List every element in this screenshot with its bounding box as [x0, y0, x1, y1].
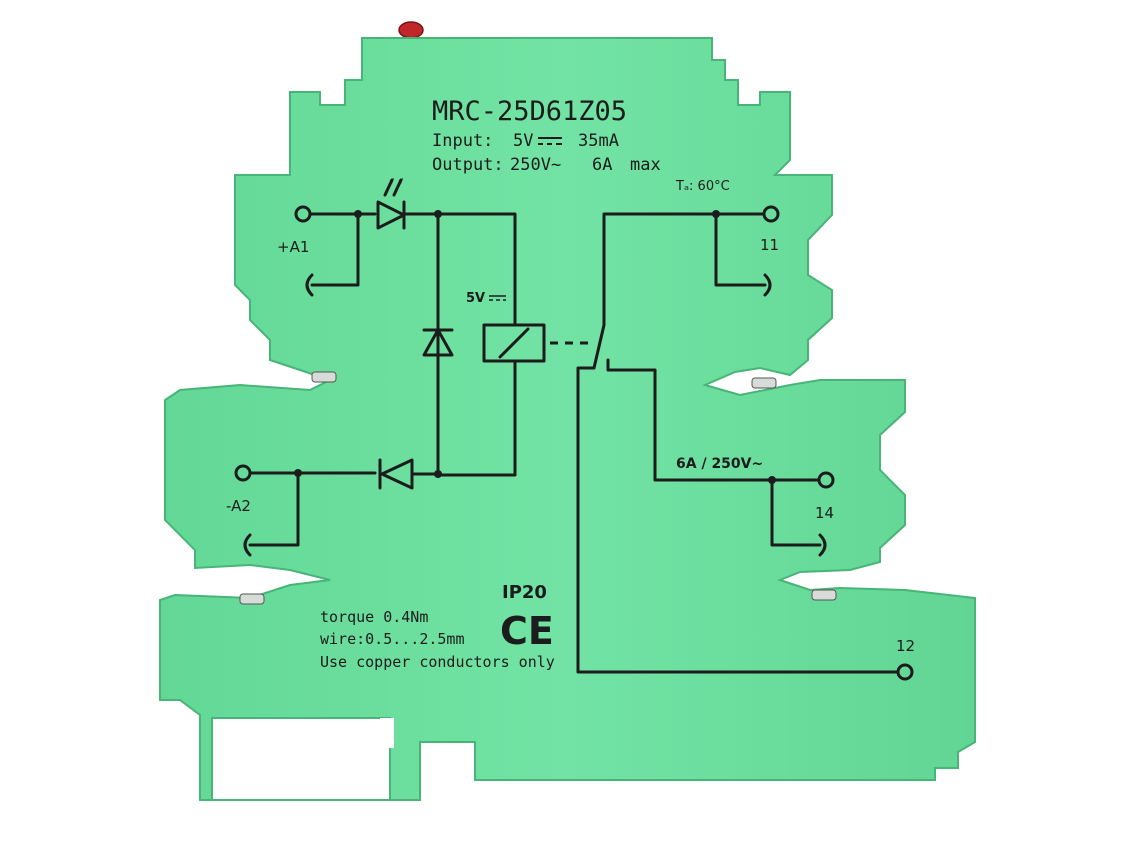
protection-rating: IP20: [502, 582, 547, 603]
dc-symbol: [538, 137, 562, 145]
din-clip-window: [211, 717, 391, 801]
coil-dc-symbol: [489, 295, 506, 301]
circuit-schematic: [234, 178, 914, 681]
contact-rating: 6A / 250V~: [676, 456, 763, 472]
terminal-14-label: 14: [815, 504, 834, 522]
output-voltage: 250V~: [510, 155, 561, 175]
ce-mark: CE: [500, 609, 554, 653]
din-clip-notch: [380, 718, 394, 748]
note-copper: Use copper conductors only: [320, 653, 555, 671]
note-wire: wire:0.5...2.5mm: [320, 630, 465, 648]
terminal-11-label: 11: [760, 236, 779, 254]
input-current: 35mA: [578, 131, 619, 151]
relay-housing: [159, 37, 976, 801]
note-torque: torque 0.4Nm: [320, 608, 428, 626]
screw-slots: [239, 371, 837, 605]
ambient-temp: Tₐ: 60°C: [675, 179, 730, 194]
output-current: 6A: [592, 155, 612, 175]
terminal-12-label: 12: [896, 637, 915, 655]
terminal-a2-label: -A2: [226, 497, 251, 515]
status-led: [398, 21, 424, 39]
input-voltage: 5V: [513, 131, 533, 151]
coil-voltage-label: 5V: [466, 291, 485, 306]
terminal-a1-label: +A1: [277, 238, 309, 256]
model-number: MRC-25D61Z05: [432, 96, 627, 127]
output-label: Output:: [432, 155, 504, 175]
output-max: max: [630, 155, 661, 175]
input-label: Input:: [432, 131, 493, 151]
